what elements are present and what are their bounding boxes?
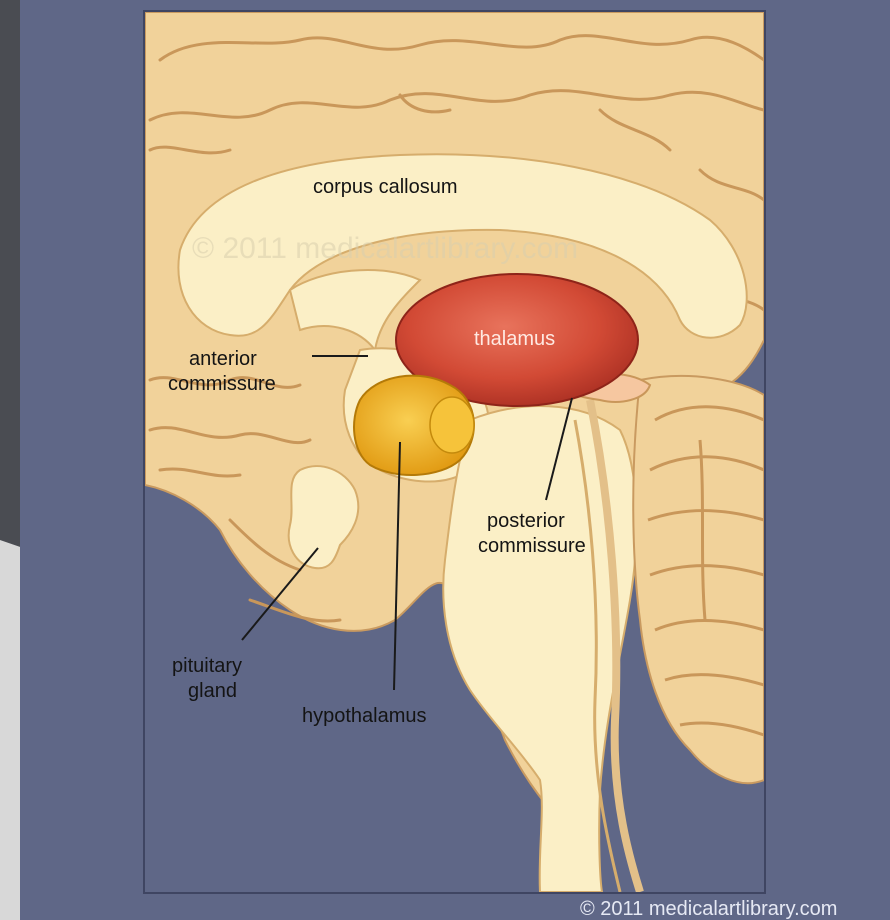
copyright-text: © 2011 medicalartlibrary.com: [580, 898, 837, 920]
label-posterior-commissure-2: commissure: [478, 535, 586, 557]
label-hypothalamus: hypothalamus: [302, 705, 427, 727]
label-pituitary-gland-1: pituitary: [172, 655, 242, 677]
label-anterior-commissure-2: commissure: [168, 373, 276, 395]
label-corpus-callosum: corpus callosum: [313, 176, 458, 198]
label-anterior-commissure-1: anterior: [189, 348, 257, 370]
watermark: © 2011 medicalartlibrary.com: [192, 232, 578, 265]
label-thalamus: thalamus: [474, 328, 555, 350]
label-pituitary-gland-2: gland: [188, 680, 237, 702]
label-posterior-commissure-1: posterior: [487, 510, 565, 532]
mammillary-body: [430, 397, 474, 453]
